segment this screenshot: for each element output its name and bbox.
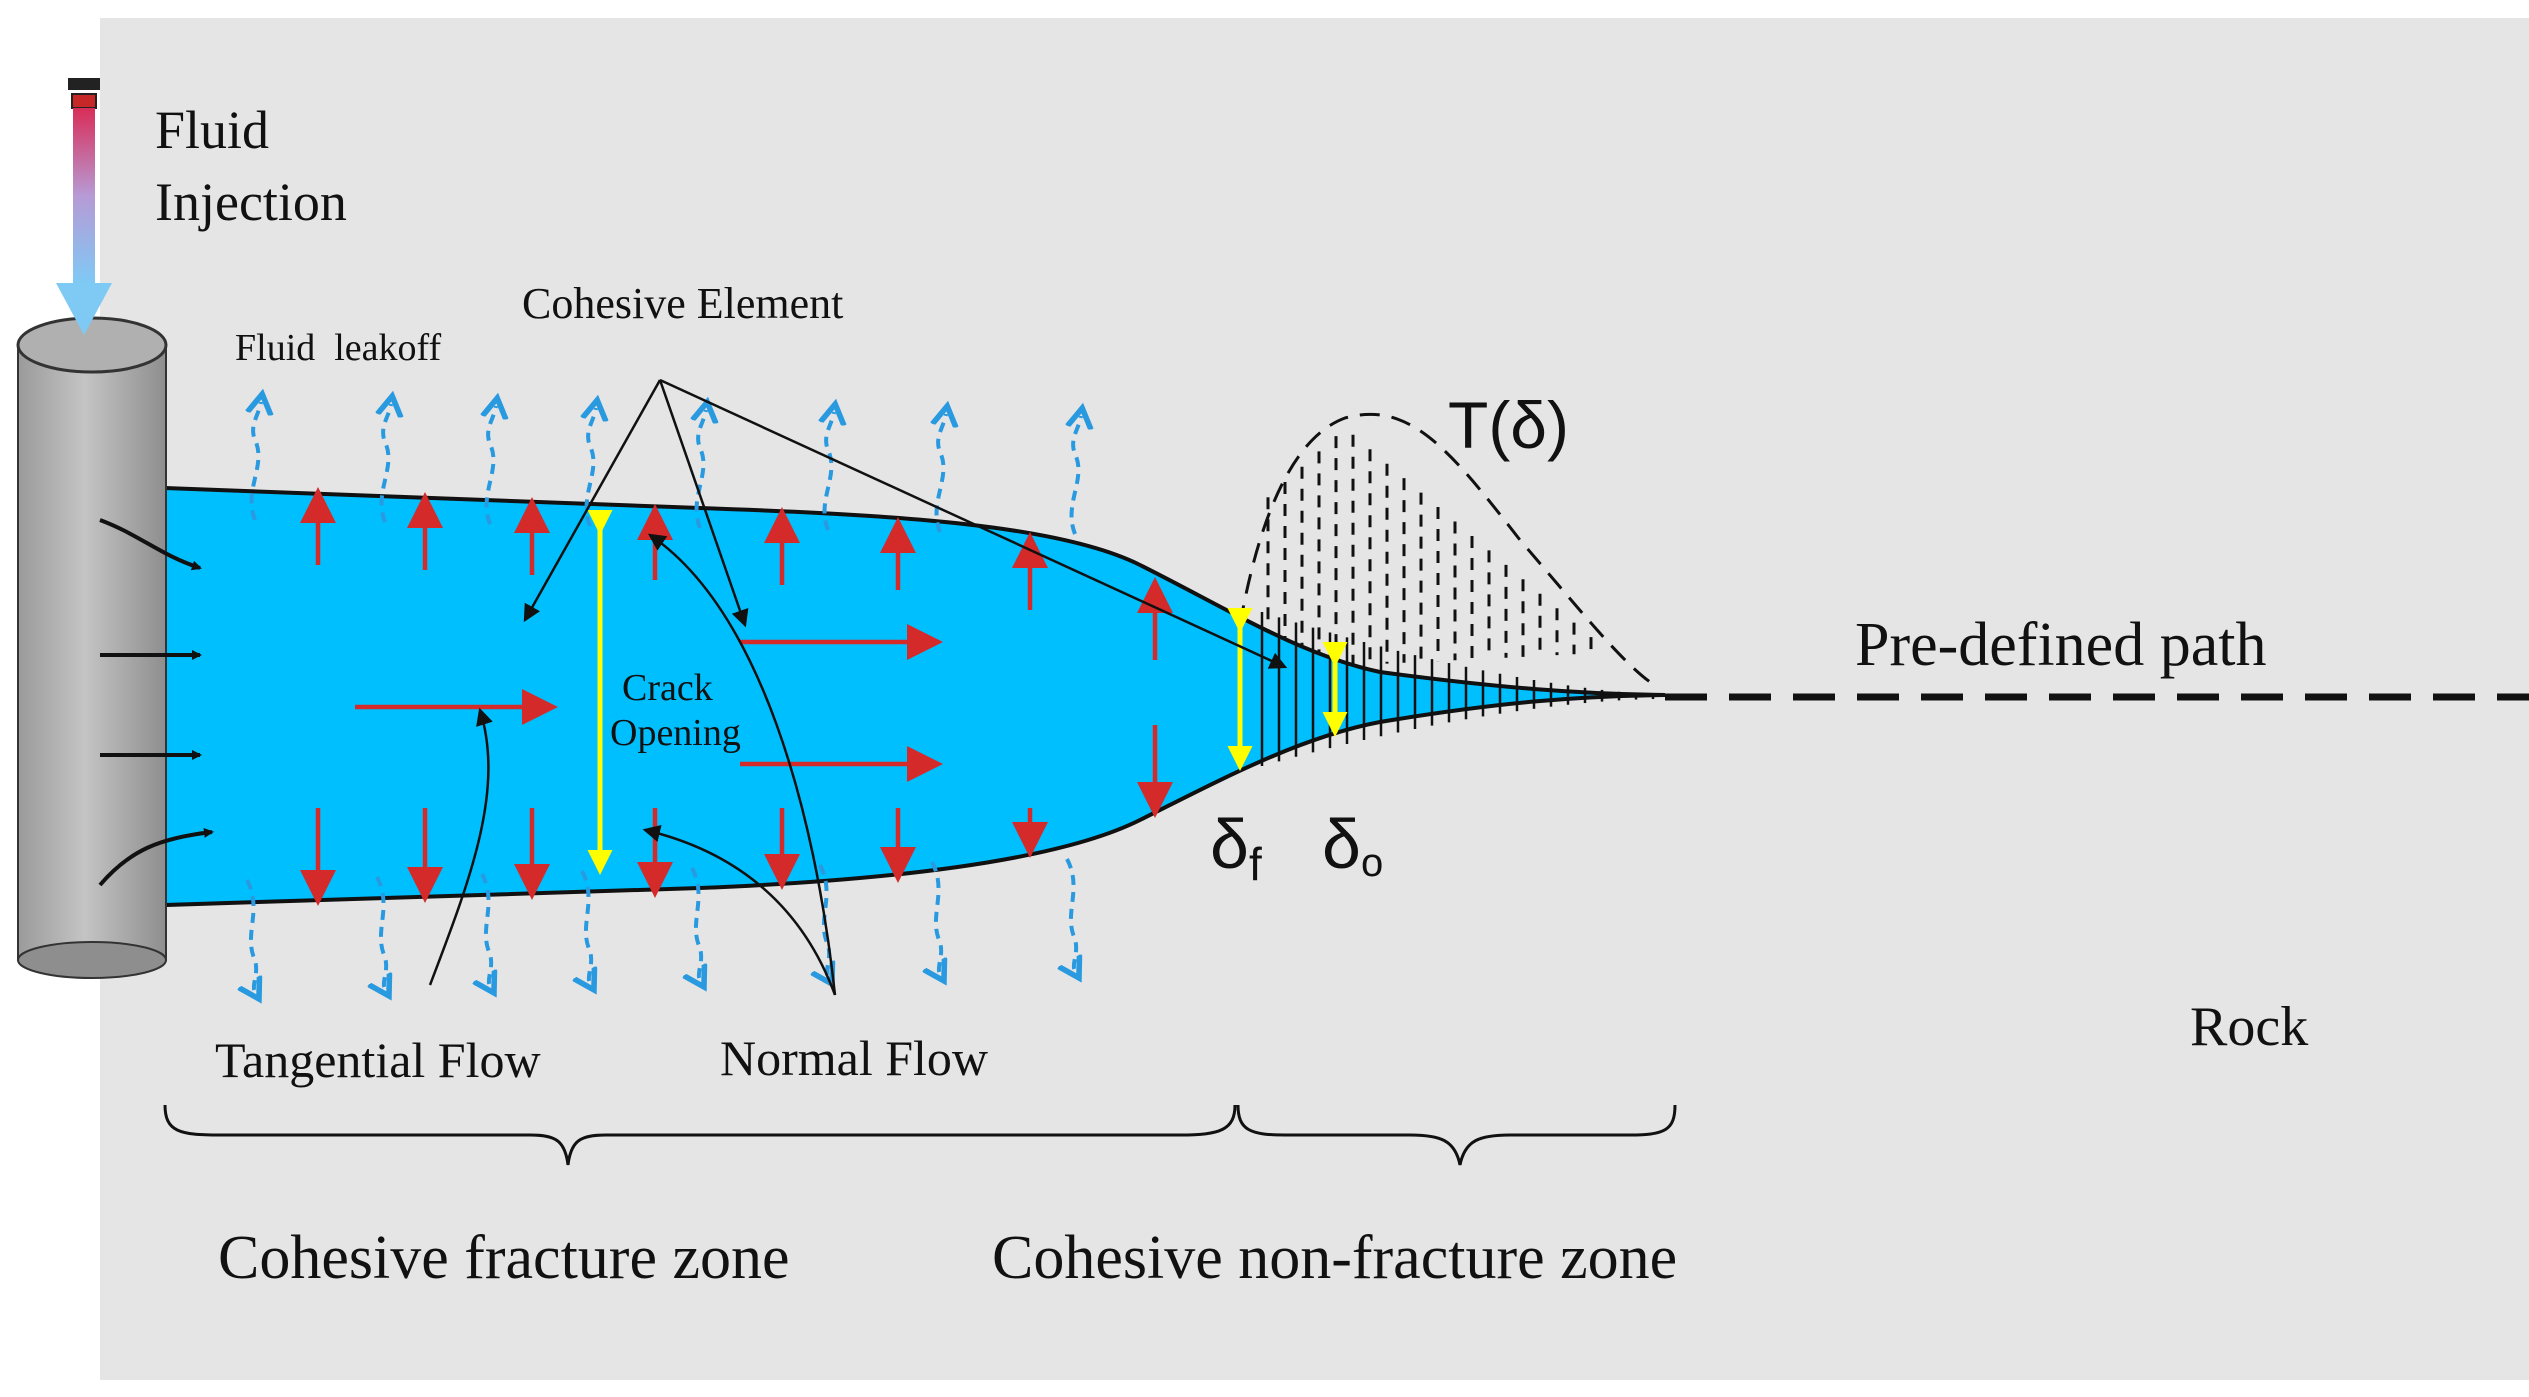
zone-braces <box>163 1104 1677 1166</box>
flow-pointers <box>428 533 837 996</box>
leakoff-arrow-down <box>247 879 256 992</box>
wellbore-inflow-arrows <box>98 518 214 887</box>
leakoff-arrow-down <box>692 867 701 980</box>
leakoff-arrow-up <box>252 402 261 521</box>
cohesive-element-label: Cohesive Element <box>522 279 843 328</box>
leakoff-arrow-down <box>932 861 941 974</box>
leakoff-arrow-up <box>487 406 496 525</box>
fluid-injection-label-2: Injection <box>155 172 347 232</box>
crack-opening-label-1: Crack <box>622 667 713 709</box>
leakoff-arrow-down <box>377 876 386 989</box>
fluid-injection-label-1: Fluid <box>155 100 269 160</box>
fluid-leakoff-arrows <box>247 402 1081 992</box>
cohesive-fracture-zone-label: Cohesive fracture zone <box>218 1224 790 1292</box>
leakoff-arrow-down <box>820 864 829 977</box>
leakoff-arrow-down <box>582 870 591 983</box>
traction-curve <box>1238 412 1651 684</box>
normal-pressure-arrows <box>300 487 1173 906</box>
injection-arrow <box>56 78 112 335</box>
leakoff-arrow-up <box>937 414 946 533</box>
normal-flow-label: Normal Flow <box>720 1030 988 1086</box>
leakoff-arrow-up <box>1072 416 1081 535</box>
leakoff-arrow-up <box>382 404 391 523</box>
delta-o-label: δo <box>1322 805 1383 885</box>
wellbore <box>16 316 168 979</box>
delta-f-label: δf <box>1210 805 1262 890</box>
leakoff-arrow-down <box>1067 858 1076 971</box>
traction-label: T(δ) <box>1448 388 1569 462</box>
tangential-flow-label: Tangential Flow <box>215 1032 541 1088</box>
leakoff-arrow-up <box>825 412 834 531</box>
predefined-path-label: Pre-defined path <box>1855 611 2266 679</box>
leakoff-arrow-up <box>697 410 706 529</box>
leakoff-arrow-down <box>482 873 491 986</box>
rock-label: Rock <box>2190 996 2308 1058</box>
leakoff-arrow-up <box>587 408 596 527</box>
cohesive-non-fracture-zone-label: Cohesive non-fracture zone <box>992 1224 1677 1292</box>
fluid-leakoff-label: Fluid leakoff <box>235 327 442 369</box>
cohesive-element-pointers <box>523 378 1288 669</box>
tangential-red-arrows <box>355 624 943 782</box>
crack-opening-label-2: Opening <box>610 712 741 754</box>
